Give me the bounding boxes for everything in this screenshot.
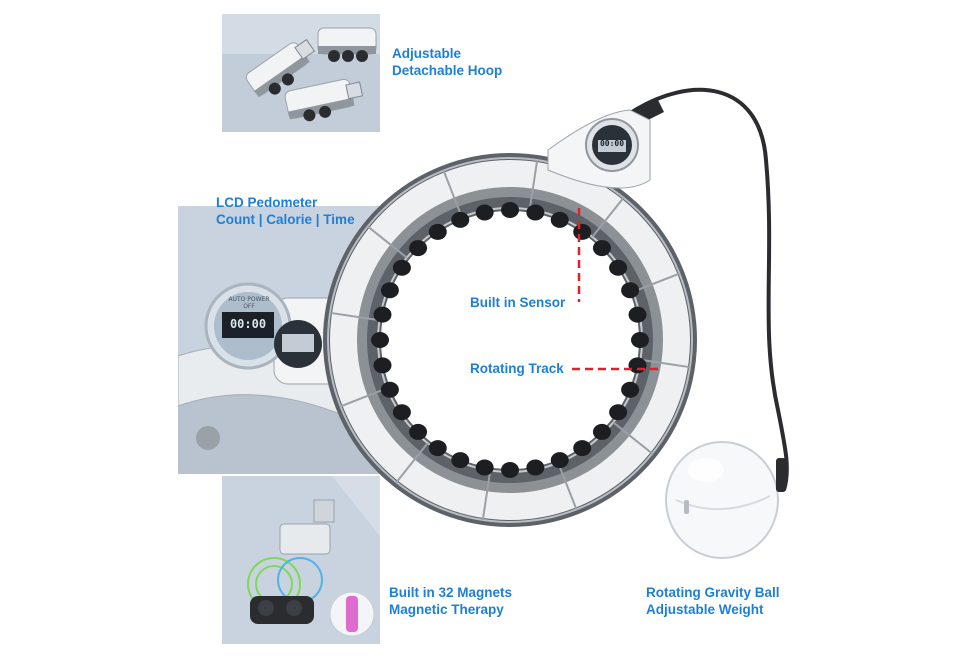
massage-bead — [628, 357, 647, 374]
segment-joint — [640, 358, 691, 369]
lcd-closeup-image — [178, 206, 380, 474]
massage-bead — [392, 259, 411, 276]
segment-joint — [395, 442, 429, 483]
segment-joint — [557, 462, 578, 510]
feature-track-text: Rotating Track — [470, 361, 564, 376]
panel-lcd-closeup: 00:00 AUTO POWER OFF — [178, 206, 380, 474]
massage-bead — [475, 204, 494, 221]
massage-bead — [621, 282, 640, 299]
massage-bead — [526, 459, 545, 476]
feature-magnets-line2: Magnetic Therapy — [389, 602, 504, 617]
massage-bead — [428, 223, 447, 240]
massage-bead — [409, 423, 428, 440]
massage-bead — [628, 306, 647, 323]
feature-label-magnets: Built in 32 Magnets Magnetic Therapy — [389, 584, 512, 618]
massage-bead — [621, 381, 640, 398]
massage-bead — [573, 440, 592, 457]
feature-label-lcd-pedometer: LCD Pedometer Count | Calorie | Time — [216, 194, 355, 228]
massage-bead — [592, 423, 611, 440]
massage-bead — [526, 204, 545, 221]
massage-bead — [609, 404, 628, 421]
massage-bead — [475, 459, 494, 476]
gravity-ball — [665, 441, 786, 559]
feature-ball-line2: Adjustable Weight — [646, 602, 764, 617]
feature-lcd-line1: LCD Pedometer — [216, 195, 318, 210]
massage-bead — [631, 332, 649, 348]
massage-bead — [609, 259, 628, 276]
massage-bead — [592, 240, 611, 257]
weight-strap — [630, 87, 789, 491]
segment-joint — [481, 470, 492, 521]
segment-joint — [591, 197, 625, 238]
segment-joint — [528, 159, 539, 210]
segment-joint — [442, 170, 463, 218]
massage-bead — [501, 202, 519, 218]
feature-hoop-line2: Detachable Hoop — [392, 63, 503, 78]
massage-bead — [573, 223, 592, 240]
feature-sensor-text: Built in Sensor — [470, 295, 566, 310]
feature-label-built-in-sensor: Built in Sensor — [470, 294, 565, 311]
massage-bead — [550, 452, 569, 469]
detachable-segments-image — [222, 14, 380, 132]
massage-bead — [451, 211, 470, 228]
massage-beads — [371, 202, 649, 478]
counter-display: 00:00 — [599, 139, 625, 148]
panel-magnetic-therapy — [222, 476, 380, 644]
massage-bead — [428, 440, 447, 457]
lcd-closeup-reading: 00:00 — [229, 317, 267, 331]
massage-bead — [392, 404, 411, 421]
massage-bead — [451, 452, 470, 469]
feature-magnets-line1: Built in 32 Magnets — [389, 585, 513, 600]
feature-label-gravity-ball: Rotating Gravity Ball Adjustable Weight — [646, 584, 780, 618]
massage-bead — [380, 282, 399, 299]
massage-bead — [550, 211, 569, 228]
feature-hoop-line1: Adjustable — [392, 46, 462, 61]
panel-detachable-segments — [222, 14, 380, 132]
segment-joint — [632, 272, 680, 293]
lcd-closeup-brand: AUTO POWER OFF — [228, 296, 270, 310]
feature-ball-line1: Rotating Gravity Ball — [646, 585, 780, 600]
massage-bead — [380, 381, 399, 398]
feature-label-detachable-hoop: Adjustable Detachable Hoop — [392, 45, 502, 79]
massage-bead — [409, 240, 428, 257]
magnetic-therapy-image — [222, 476, 380, 644]
massage-bead — [501, 462, 519, 478]
counter-unit — [547, 109, 651, 189]
feature-label-rotating-track: Rotating Track — [470, 360, 564, 377]
hoop-ring — [323, 153, 697, 527]
segment-joints — [329, 159, 691, 521]
segment-joint — [612, 421, 653, 455]
feature-lcd-line2: Count | Calorie | Time — [216, 212, 355, 227]
